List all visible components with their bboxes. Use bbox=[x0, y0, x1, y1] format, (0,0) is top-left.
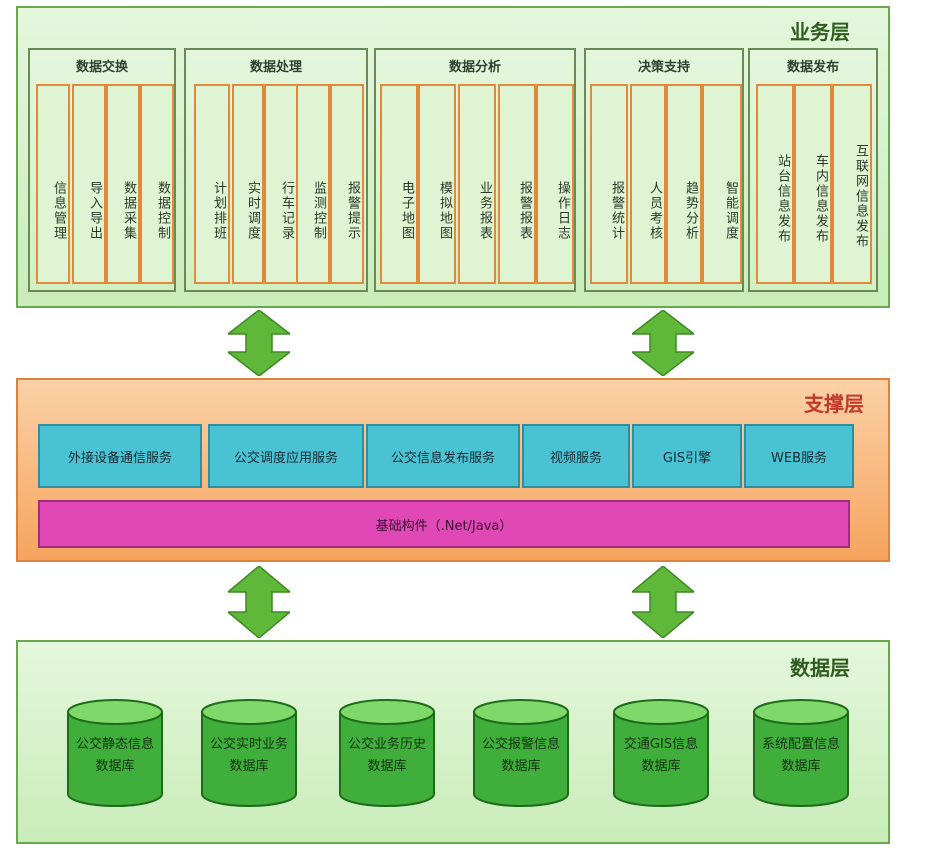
function-box: 报警提示 bbox=[330, 84, 364, 284]
function-label: 实时调度 bbox=[245, 181, 260, 241]
function-box: 导入导出 bbox=[72, 84, 106, 284]
database-cylinder: 公交业务历史数据库 bbox=[338, 698, 436, 808]
function-box: 互联网信息发布 bbox=[832, 84, 872, 284]
support-layer-title: 支撑层 bbox=[804, 392, 864, 416]
database-label: 公交实时业务数据库 bbox=[209, 737, 288, 774]
function-label: 互联网信息发布 bbox=[853, 143, 868, 249]
service-label: 外接设备通信服务 bbox=[67, 450, 172, 466]
service-box: WEB服务 bbox=[744, 424, 854, 488]
function-label: 趋势分析 bbox=[683, 181, 698, 241]
function-label: 计划排班 bbox=[211, 181, 226, 241]
service-box: GIS引擎 bbox=[632, 424, 742, 488]
function-label: 车内信息发布 bbox=[813, 154, 828, 244]
function-label: 站台信息发布 bbox=[775, 154, 790, 244]
function-label: 行车记录 bbox=[279, 181, 294, 241]
function-label: 电子地图 bbox=[399, 181, 414, 241]
database-cylinder: 公交静态信息数据库 bbox=[66, 698, 164, 808]
database-icon bbox=[753, 699, 849, 807]
group-title: 数据交换 bbox=[75, 60, 128, 75]
function-box: 智能调度 bbox=[702, 84, 742, 284]
service-label: 公交调度应用服务 bbox=[233, 450, 338, 466]
double-arrow-icon bbox=[228, 310, 290, 376]
function-box: 趋势分析 bbox=[666, 84, 702, 284]
database-label: 系统配置信息数据库 bbox=[761, 737, 840, 774]
function-box: 报警报表 bbox=[498, 84, 536, 284]
function-label: 业务报表 bbox=[477, 181, 492, 241]
function-label: 监测控制 bbox=[311, 181, 326, 241]
group-title: 数据分析 bbox=[448, 60, 501, 75]
function-box: 监测控制 bbox=[296, 84, 330, 284]
database-label: 公交报警信息数据库 bbox=[481, 737, 560, 774]
service-label: 公交信息发布服务 bbox=[390, 450, 495, 466]
database-icon bbox=[473, 699, 569, 807]
function-label: 模拟地图 bbox=[437, 181, 452, 241]
function-box: 报警统计 bbox=[590, 84, 628, 284]
function-box: 业务报表 bbox=[458, 84, 496, 284]
service-box: 视频服务 bbox=[522, 424, 630, 488]
function-label: 数据采集 bbox=[121, 181, 136, 241]
database-label: 交通GIS信息数据库 bbox=[623, 737, 699, 774]
database-cylinder: 系统配置信息数据库 bbox=[752, 698, 850, 808]
group-title: 数据发布 bbox=[786, 60, 839, 75]
function-label: 数据控制 bbox=[155, 181, 170, 241]
service-label: GIS引擎 bbox=[662, 450, 712, 466]
base-components-bar: 基础构件（.Net/Java） bbox=[38, 500, 850, 548]
function-box: 数据控制 bbox=[140, 84, 174, 284]
function-label: 报警提示 bbox=[345, 181, 360, 241]
data-layer-title: 数据层 bbox=[790, 656, 850, 680]
function-label: 信息管理 bbox=[51, 181, 66, 241]
database-icon bbox=[613, 699, 709, 807]
function-box: 模拟地图 bbox=[418, 84, 456, 284]
service-label: 视频服务 bbox=[549, 450, 602, 466]
function-label: 报警统计 bbox=[609, 181, 624, 241]
function-label: 报警报表 bbox=[517, 181, 532, 241]
database-cylinder: 公交报警信息数据库 bbox=[472, 698, 570, 808]
function-box: 计划排班 bbox=[194, 84, 230, 284]
function-label: 智能调度 bbox=[723, 181, 738, 241]
base-components-label: 基础构件（.Net/Java） bbox=[375, 518, 513, 534]
double-arrow-icon bbox=[228, 566, 290, 638]
function-box: 行车记录 bbox=[264, 84, 298, 284]
database-cylinder: 交通GIS信息数据库 bbox=[612, 698, 710, 808]
database-cylinder: 公交实时业务数据库 bbox=[200, 698, 298, 808]
function-box: 操作日志 bbox=[536, 84, 574, 284]
function-box: 数据采集 bbox=[106, 84, 140, 284]
database-label: 公交业务历史数据库 bbox=[347, 737, 426, 774]
function-box: 电子地图 bbox=[380, 84, 418, 284]
service-box: 公交调度应用服务 bbox=[208, 424, 364, 488]
service-box: 公交信息发布服务 bbox=[366, 424, 520, 488]
service-label: WEB服务 bbox=[771, 450, 827, 466]
function-label: 操作日志 bbox=[555, 181, 570, 241]
group-title: 数据处理 bbox=[249, 60, 302, 75]
database-icon bbox=[201, 699, 297, 807]
group-title: 决策支持 bbox=[637, 60, 690, 75]
database-icon bbox=[339, 699, 435, 807]
function-box: 人员考核 bbox=[630, 84, 666, 284]
database-icon bbox=[67, 699, 163, 807]
function-label: 导入导出 bbox=[87, 181, 102, 241]
double-arrow-icon bbox=[632, 310, 694, 376]
function-box: 信息管理 bbox=[36, 84, 70, 284]
service-box: 外接设备通信服务 bbox=[38, 424, 202, 488]
double-arrow-icon bbox=[632, 566, 694, 638]
database-label: 公交静态信息数据库 bbox=[75, 737, 154, 774]
function-box: 实时调度 bbox=[232, 84, 264, 284]
function-box: 车内信息发布 bbox=[794, 84, 832, 284]
function-label: 人员考核 bbox=[647, 181, 662, 241]
function-box: 站台信息发布 bbox=[756, 84, 794, 284]
business-layer-title: 业务层 bbox=[790, 20, 850, 44]
